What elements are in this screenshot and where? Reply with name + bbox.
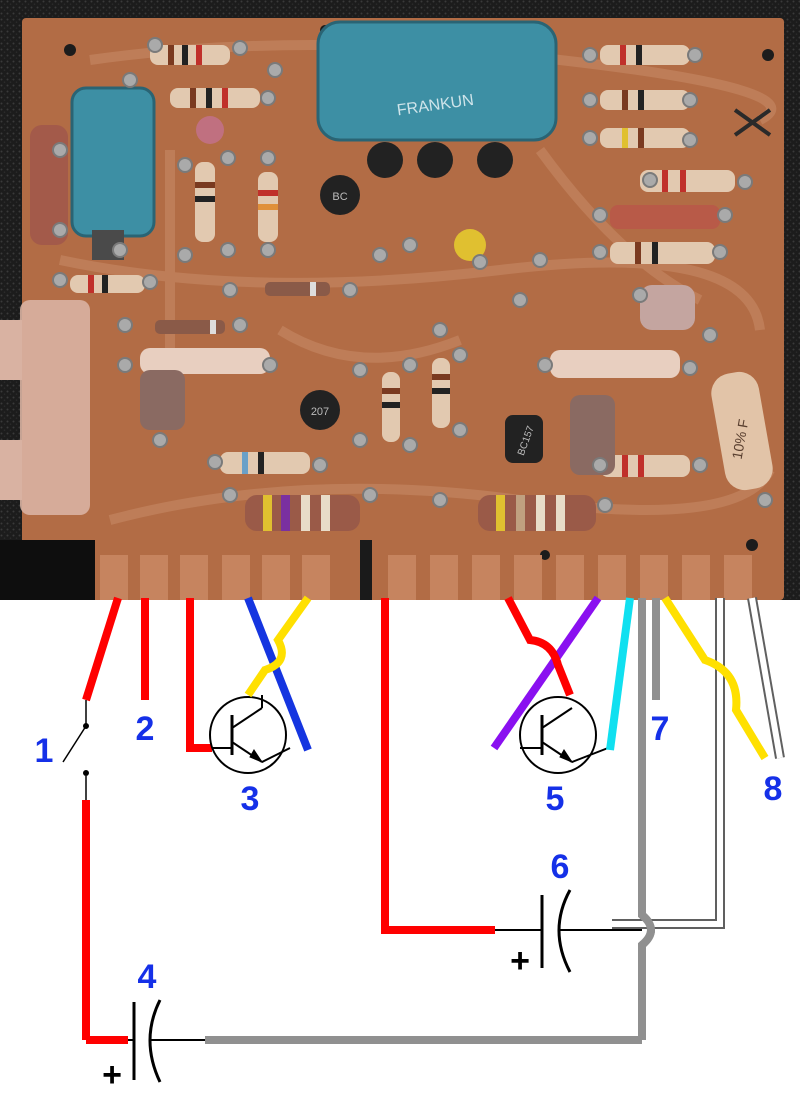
svg-text:207: 207: [311, 406, 329, 418]
left-connector-tab: [0, 440, 22, 500]
small-transistors: BC 207 BC157: [196, 116, 543, 463]
label-4: 4: [138, 958, 157, 996]
capacitor-4-polarity: +: [102, 1056, 122, 1094]
gray-wire-ground: [638, 598, 655, 1040]
red-wire-to-capacitor-6: [381, 598, 495, 934]
white-wire-2: [749, 597, 783, 759]
gray-wire-hop: [639, 911, 655, 949]
svg-text:BC: BC: [332, 191, 347, 203]
svg-text:10% F: 10% F: [729, 418, 752, 461]
board-slot: [360, 540, 372, 600]
white-wire-outline: [612, 598, 725, 929]
label-2: 2: [136, 710, 155, 748]
switch-1: [62, 596, 122, 1040]
white-wire: [612, 598, 723, 927]
board-photo: FRANKUN: [0, 0, 800, 600]
wire-8: [661, 595, 769, 761]
mount-hole: [746, 539, 758, 551]
mount-hole: [64, 44, 76, 56]
transistor-5: [490, 595, 634, 774]
board-notch-left: [0, 540, 95, 600]
film-capacitor: 10% F: [711, 371, 773, 491]
mount-hole: [762, 49, 774, 61]
edge-connector-fingers: [100, 555, 752, 600]
electrolytic-capacitor-left: [70, 86, 156, 260]
capacitor-4: +: [86, 999, 642, 1094]
diodes: [155, 282, 330, 334]
labels: 1 2 3 4 5 6 7 8: [35, 710, 783, 996]
capacitor-6-polarity: +: [510, 942, 530, 980]
left-connector: [20, 300, 90, 515]
capacitor-6: +: [495, 889, 612, 980]
label-3: 3: [241, 780, 260, 818]
mount-hole: [540, 550, 550, 560]
solder-pads: [52, 37, 773, 513]
label-1: 1: [35, 732, 54, 770]
label-8: 8: [764, 770, 783, 808]
label-6: 6: [551, 848, 570, 886]
electrolytic-capacitor-large: FRANKUN: [316, 20, 558, 142]
board-mark: [733, 108, 772, 137]
transistor-3: [186, 595, 312, 774]
label-7: 7: [651, 710, 670, 748]
schematic: + +: [62, 595, 785, 1094]
coils: [140, 285, 695, 475]
label-5: 5: [546, 780, 565, 818]
left-connector-tab: [0, 320, 22, 380]
resistors: [70, 45, 735, 531]
